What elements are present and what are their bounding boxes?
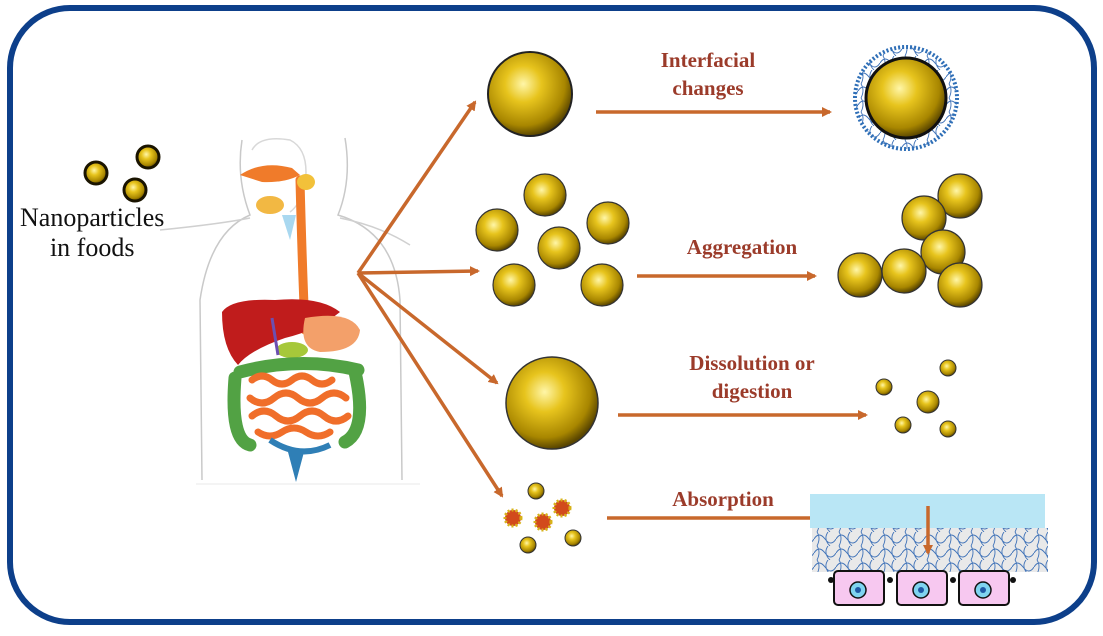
source-label-line2: in foods: [49, 233, 135, 262]
branch-arrows: [356, 100, 504, 498]
branch-arrow-dissolution: [356, 271, 499, 385]
coated-particle: [864, 56, 948, 140]
outer-frame: [7, 5, 1097, 625]
label-aggregation: Aggregation: [686, 235, 798, 259]
aggregated-cluster: [837, 173, 983, 308]
dispersed-particles: [475, 173, 630, 307]
source-nanoparticles: [83, 144, 161, 203]
particle-before-interfacial: [487, 51, 573, 137]
dissolution-row: [505, 356, 957, 450]
aggregation-row: [475, 173, 983, 308]
branch-arrow-interfacial: [356, 100, 477, 274]
interfacial-changes-row: [487, 45, 959, 151]
label-absorption: Absorption: [672, 487, 774, 511]
label-dissolution-or-digestion: Dissolution or digestion: [689, 351, 815, 403]
branch-arrow-absorption: [356, 272, 504, 498]
small-particles: [503, 482, 582, 554]
source-label-line1: Nanoparticles: [20, 203, 165, 232]
particle-before-dissolution: [505, 356, 599, 450]
absorption-row: [503, 482, 1048, 606]
dissolved-fragments: [875, 359, 957, 438]
label-interfacial-changes: Interfacial changes: [660, 48, 756, 100]
branch-arrow-aggregation: [357, 266, 480, 277]
source-label: Nanoparticles in foods: [20, 203, 164, 263]
digestive-system-illustration: [159, 137, 420, 485]
epithelial-cells: [828, 570, 1016, 606]
